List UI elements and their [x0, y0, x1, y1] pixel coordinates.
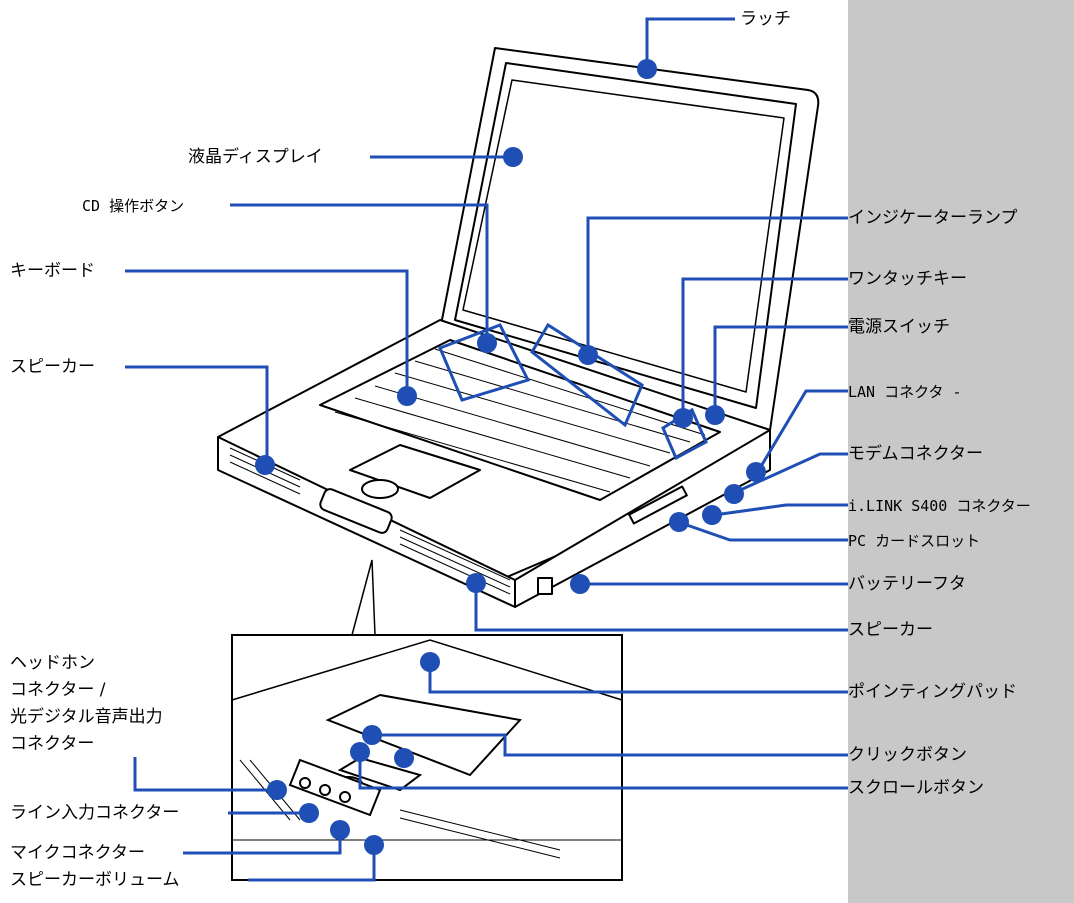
label-speaker-left: スピーカー: [10, 357, 95, 377]
label-cd-buttons: CD 操作ボタン: [82, 197, 185, 215]
label-power: 電源スイッチ: [848, 317, 950, 337]
latch-dot: [637, 59, 657, 79]
line-in-dot: [299, 803, 319, 823]
pointing-pad-dot: [420, 652, 440, 672]
lid-outline: [439, 47, 820, 431]
volume-dot: [364, 835, 384, 855]
click-dot-right: [394, 748, 414, 768]
screen-panel: [462, 79, 785, 393]
mic-dot: [330, 820, 350, 840]
scroll-button-shape: [361, 479, 399, 499]
label-scroll: スクロールボタン: [848, 778, 984, 798]
front-ports: [319, 488, 393, 534]
click-dot-left: [362, 725, 382, 745]
pc-card-slot-shape: [628, 485, 688, 525]
battery-dot: [570, 574, 590, 594]
label-indicator: インジケーターランプ: [848, 208, 1018, 228]
lcd-dot: [503, 147, 523, 167]
label-volume: スピーカーボリューム: [10, 870, 180, 890]
label-speaker-right: スピーカー: [848, 620, 933, 640]
one-touch-dot: [673, 408, 693, 428]
power-dot: [705, 405, 725, 425]
modem-dot: [724, 484, 744, 504]
touchpad: [349, 444, 481, 499]
key-grid: [334, 348, 706, 493]
keyboard-dot: [397, 386, 417, 406]
label-line-in: ライン入力コネクター: [10, 803, 180, 823]
cd-buttons-box: [438, 323, 531, 402]
zoom-pointer: [351, 559, 376, 636]
label-lan: LAN コネクタ -: [848, 383, 962, 401]
label-battery: バッテリーフタ: [848, 574, 966, 594]
label-lcd: 液晶ディスプレイ: [188, 147, 323, 167]
speaker-left-dot: [255, 455, 275, 475]
side-panel: [848, 0, 1074, 903]
callout-dots: [255, 59, 766, 855]
cd-buttons-dot: [477, 333, 497, 353]
headphone-dot: [267, 780, 287, 800]
laptop-illustration: [217, 47, 820, 608]
label-one-touch: ワンタッチキー: [848, 269, 967, 289]
label-mic: マイクコネクター: [10, 843, 145, 863]
label-ilink: i.LINK S400 コネクター: [848, 497, 1031, 515]
indicator-dot: [578, 345, 598, 365]
label-modem: モデムコネクター: [848, 444, 983, 464]
label-keyboard: キーボード: [10, 261, 95, 281]
scroll-dot: [350, 742, 370, 762]
zoom-ports: [288, 758, 382, 817]
label-latch: ラッチ: [740, 9, 791, 29]
ilink-dot: [702, 505, 722, 525]
label-pointing-pad: ポインティングパッド: [848, 682, 1017, 702]
label-click: クリックボタン: [848, 745, 967, 765]
side-port-shape: [537, 577, 553, 595]
indicator-box: [530, 322, 644, 428]
lan-dot: [746, 462, 766, 482]
screen-bezel: [454, 62, 797, 409]
leader-lines: [125, 17, 848, 882]
label-headphone: ヘッドホンコネクター /光デジタル音声出力コネクター: [10, 653, 163, 754]
pc-card-dot: [669, 512, 689, 532]
speaker-right-dot: [466, 573, 486, 593]
label-pc-card: PC カードスロット: [848, 532, 981, 550]
